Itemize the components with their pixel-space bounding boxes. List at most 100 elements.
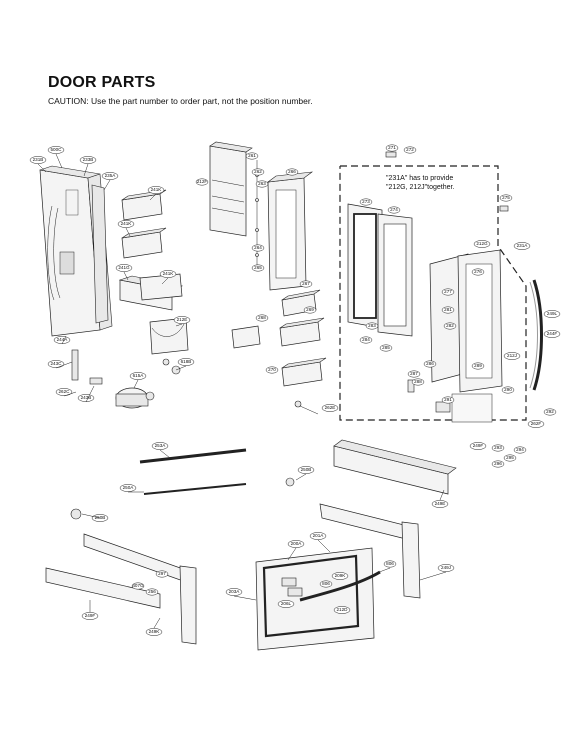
label-282: 282: [446, 323, 454, 328]
label-249F-right: 249F: [473, 443, 484, 448]
label-407G: 407G: [132, 583, 144, 588]
label-266: 266: [288, 169, 296, 174]
label-268: 268: [258, 315, 266, 320]
note-line-1: "231A" has to provide: [386, 175, 453, 182]
label-253A: 253A: [155, 443, 167, 448]
label-249J: 249J: [441, 565, 451, 570]
small-hinge-parts: [385, 151, 509, 423]
label-269: 269: [306, 307, 314, 312]
caution-text: CAUTION: Use the part number to order pa…: [48, 96, 313, 106]
label-249F: 249F: [85, 613, 96, 618]
gasket-frame: [347, 203, 413, 337]
label-806-b: 806: [322, 581, 330, 586]
label-277: 277: [444, 289, 452, 294]
label-249E: 249E: [435, 501, 446, 506]
center-panel: [209, 141, 253, 237]
lower-slide-rail: [319, 503, 421, 599]
label-200A: 200A: [291, 541, 303, 546]
note-line-2: "212G, 212J"together.: [386, 184, 454, 191]
label-262: 262: [254, 169, 262, 174]
label-241G: 241G: [118, 265, 130, 270]
callout-labels: 231B 500C 233B 235A 241K 241K 241G 241K …: [29, 144, 561, 636]
center-bin-4: [281, 357, 327, 387]
label-212G: 212G: [476, 241, 488, 246]
label-243C: 243C: [51, 361, 63, 366]
label-233B: 233B: [83, 157, 94, 162]
label-206L: 206L: [281, 601, 292, 606]
label-261: 261: [248, 153, 256, 158]
label-273: 273: [362, 199, 370, 204]
label-270: 270: [268, 367, 276, 372]
label-276: 276: [474, 269, 482, 274]
label-265: 265: [254, 265, 262, 270]
center-bin-2: [279, 317, 325, 347]
rail-253A: [139, 448, 247, 464]
label-267: 267: [302, 281, 310, 286]
label-212F: 212F: [197, 179, 208, 184]
label-293: 293: [494, 445, 502, 450]
label-286: 286: [426, 361, 434, 366]
label-264: 264: [254, 245, 262, 250]
inner-door-dashed-box: [339, 165, 527, 421]
right-slide-rail: [333, 439, 457, 495]
label-285: 285: [382, 345, 390, 350]
label-271: 271: [388, 145, 396, 150]
label-203A: 203A: [229, 589, 241, 594]
label-275: 275: [502, 195, 510, 200]
rail-250A: [143, 483, 247, 495]
door-bin-2: [121, 227, 167, 259]
left-rail-upper: [83, 533, 197, 645]
label-249K: 249K: [149, 629, 161, 634]
label-289: 289: [474, 363, 482, 368]
label-241K-c: 241K: [163, 271, 175, 276]
door-bin-1: [121, 189, 167, 221]
label-287: 287: [410, 371, 418, 376]
label-290: 290: [504, 387, 512, 392]
label-201A: 201A: [313, 533, 325, 538]
label-256: 256: [148, 589, 156, 594]
inner-door-panel: [429, 249, 503, 393]
label-212D: 212D: [337, 607, 349, 612]
label-292: 292: [546, 409, 554, 414]
label-249L: 249L: [547, 311, 558, 316]
label-235A: 235A: [105, 173, 117, 178]
label-244A: 244A: [57, 337, 69, 342]
label-231B: 231B: [33, 157, 44, 162]
label-212J: 212J: [507, 353, 517, 358]
center-bin-3: [231, 325, 261, 349]
label-262E: 262E: [325, 405, 336, 410]
label-241K-a: 241K: [151, 187, 163, 192]
drawer-front: [255, 547, 381, 651]
door-handle: [529, 279, 543, 391]
hinge-bracket-left: [71, 349, 181, 385]
screw-column: [255, 160, 259, 270]
label-209K: 209K: [335, 573, 347, 578]
label-288: 288: [414, 379, 422, 384]
label-274: 274: [390, 207, 398, 212]
label-295: 295: [506, 455, 514, 460]
label-262F: 262F: [531, 421, 542, 426]
motor-assembly: [115, 387, 155, 409]
label-284: 284: [362, 337, 370, 342]
wrench-tool: [294, 400, 319, 415]
label-283: 283: [368, 323, 376, 328]
label-250A: 250A: [123, 485, 135, 490]
door-bin-3: [118, 273, 184, 311]
label-244F: 244F: [547, 331, 558, 336]
dispenser-frame: [266, 171, 314, 291]
label-281: 281: [444, 307, 452, 312]
label-291: 291: [444, 397, 452, 402]
label-296: 296: [494, 461, 502, 466]
label-615A: 615A: [133, 373, 145, 378]
label-500C: 500C: [51, 147, 63, 152]
label-243B: 243B: [81, 395, 92, 400]
label-262C: 262C: [59, 389, 71, 394]
label-212E: 212E: [177, 317, 188, 322]
label-294: 294: [516, 447, 524, 452]
label-241K-b: 241K: [121, 221, 133, 226]
label-297: 297: [158, 571, 166, 576]
knob-250B-left: [70, 508, 82, 520]
left-door-assembly: [39, 165, 113, 337]
label-231A: 231A: [517, 243, 529, 248]
